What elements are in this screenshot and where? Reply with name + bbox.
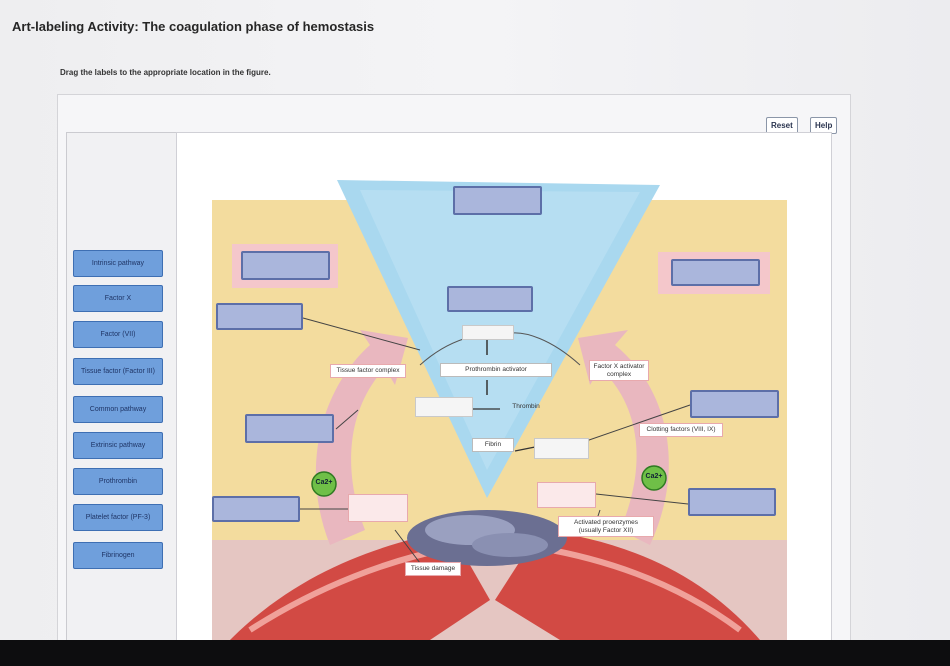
label-clotting-factors: Clotting factors (VIII, IX) [639, 423, 723, 437]
bottom-bar [0, 640, 950, 666]
empty-slot-center-right [534, 438, 589, 459]
label-chip-intrinsic-pathway[interactable]: Intrinsic pathway [73, 250, 163, 277]
label-factor-x-activator-complex: Factor X activator complex [589, 360, 649, 381]
label-tissue-damage: Tissue damage [405, 562, 461, 576]
empty-slot-right-bottom [537, 482, 596, 508]
label-tissue-factor-complex: Tissue factor complex [330, 364, 406, 378]
drop-target-left-middle[interactable] [216, 303, 303, 330]
empty-slot-left-bottom [348, 494, 408, 522]
drop-target-left-bottom[interactable] [212, 496, 300, 522]
label-chip-common-pathway[interactable]: Common pathway [73, 396, 163, 423]
calcium-ion-icon-right: Ca2+ [645, 473, 663, 480]
drop-target-right-top[interactable] [671, 259, 760, 286]
label-chip-factor-x[interactable]: Factor X [73, 285, 163, 312]
help-button[interactable]: Help [810, 117, 838, 134]
label-chip-prothrombin[interactable]: Prothrombin [73, 468, 163, 495]
label-chip-factor-vii[interactable]: Factor (VII) [73, 321, 163, 348]
drop-target-funnel-top[interactable] [453, 186, 542, 215]
label-chip-extrinsic-pathway[interactable]: Extrinsic pathway [73, 432, 163, 459]
label-chip-fibrinogen[interactable]: Fibrinogen [73, 542, 163, 569]
activity-title: Art-labeling Activity: The coagulation p… [12, 19, 375, 34]
label-fibrin: Fibrin [472, 438, 514, 452]
label-thrombin: Thrombin [512, 403, 540, 410]
drop-target-left-lower[interactable] [245, 414, 334, 443]
label-activated-proenzymes: Activated proenzymes (usually Factor XII… [558, 516, 654, 537]
drop-target-funnel-middle[interactable] [447, 286, 533, 312]
label-chip-tissue-factor[interactable]: Tissue factor (Factor III) [73, 358, 163, 385]
instruction-text: Drag the labels to the appropriate locat… [60, 68, 271, 77]
drop-target-right-bottom[interactable] [688, 488, 776, 516]
calcium-ion-icon-left: Ca2+ [315, 479, 333, 486]
empty-slot-center-left [415, 397, 473, 417]
drop-target-left-top[interactable] [241, 251, 330, 280]
empty-slot-funnel [462, 325, 514, 340]
label-prothrombin-activator: Prothrombin activator [440, 363, 552, 377]
drop-target-right-middle[interactable] [690, 390, 779, 418]
label-chip-platelet-factor[interactable]: Platelet factor (PF-3) [73, 504, 163, 531]
